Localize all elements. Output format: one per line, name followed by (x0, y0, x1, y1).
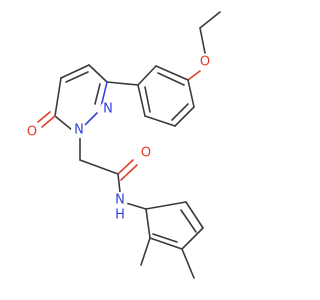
bond-biaryl (106, 81, 139, 86)
bond-pyridazinone-3 (54, 77, 62, 117)
bond-phenyl-1-inner (157, 72, 185, 86)
bond-phenyl-6 (187, 79, 195, 108)
bond-ketone-2 (37, 111, 51, 123)
bond-aryl-2-inner (180, 209, 197, 233)
bond-aryl-4 (149, 237, 183, 250)
bond-aryl-5 (145, 208, 151, 239)
bond-ethyl (199, 11, 221, 29)
bond-pyridazinone-4 (54, 115, 73, 131)
bond-aryl-1 (145, 201, 187, 210)
bond-carbonyl-amide-nitrogen (117, 173, 121, 193)
bond-phenyl-4 (144, 115, 176, 127)
bond-aryl-3 (181, 227, 204, 250)
bond-pyridazinone-2 (60, 64, 90, 79)
bond-pyridazinone-1 (88, 64, 108, 83)
ring-nitrogen-2-label: N (74, 123, 84, 138)
amide-oxygen-label: O (141, 146, 151, 161)
bond-ethyl-oxygen (199, 27, 206, 54)
bond-methyl-2 (140, 237, 151, 266)
amide-hydrogen-label: H (115, 208, 125, 223)
amide-nitrogen-label: N (115, 193, 125, 208)
bond-ether-oxygen-ring (187, 70, 201, 81)
bond-phenyl-5-inner (171, 103, 189, 121)
bond-aryl-2 (185, 201, 204, 229)
ring-nitrogen-1-label: N (103, 102, 113, 117)
bond-aryl-4-inner (152, 233, 178, 243)
atom-labels: O O N N O N H (24, 54, 213, 223)
bond-phenyl-3-inner (144, 86, 151, 113)
bond-pyridazinone-6-inner (94, 83, 101, 105)
bond-pyridazinone-6 (100, 81, 108, 108)
ether-oxygen-label: O (200, 55, 210, 70)
molecule-structure-diagram: O O N N O N H (24, 11, 221, 279)
bond-phenyl-2 (137, 65, 157, 86)
bond-phenyl-3 (137, 84, 146, 117)
bond-methyl-3 (181, 248, 195, 279)
bond-ch2-carbonyl (79, 159, 119, 175)
bond-ketone-1 (41, 115, 56, 128)
ketone-oxygen-label: O (27, 125, 37, 140)
bond-amide-co-1 (117, 159, 134, 175)
bond-amide-nitrogen-aryl (125, 202, 147, 210)
bond-phenyl-5 (174, 106, 195, 127)
bond-pyridazinone-2-inner (65, 71, 89, 83)
bonds (37, 11, 221, 279)
bond-phenyl-1 (155, 65, 189, 81)
bond-amide-co-2 (120, 164, 138, 181)
